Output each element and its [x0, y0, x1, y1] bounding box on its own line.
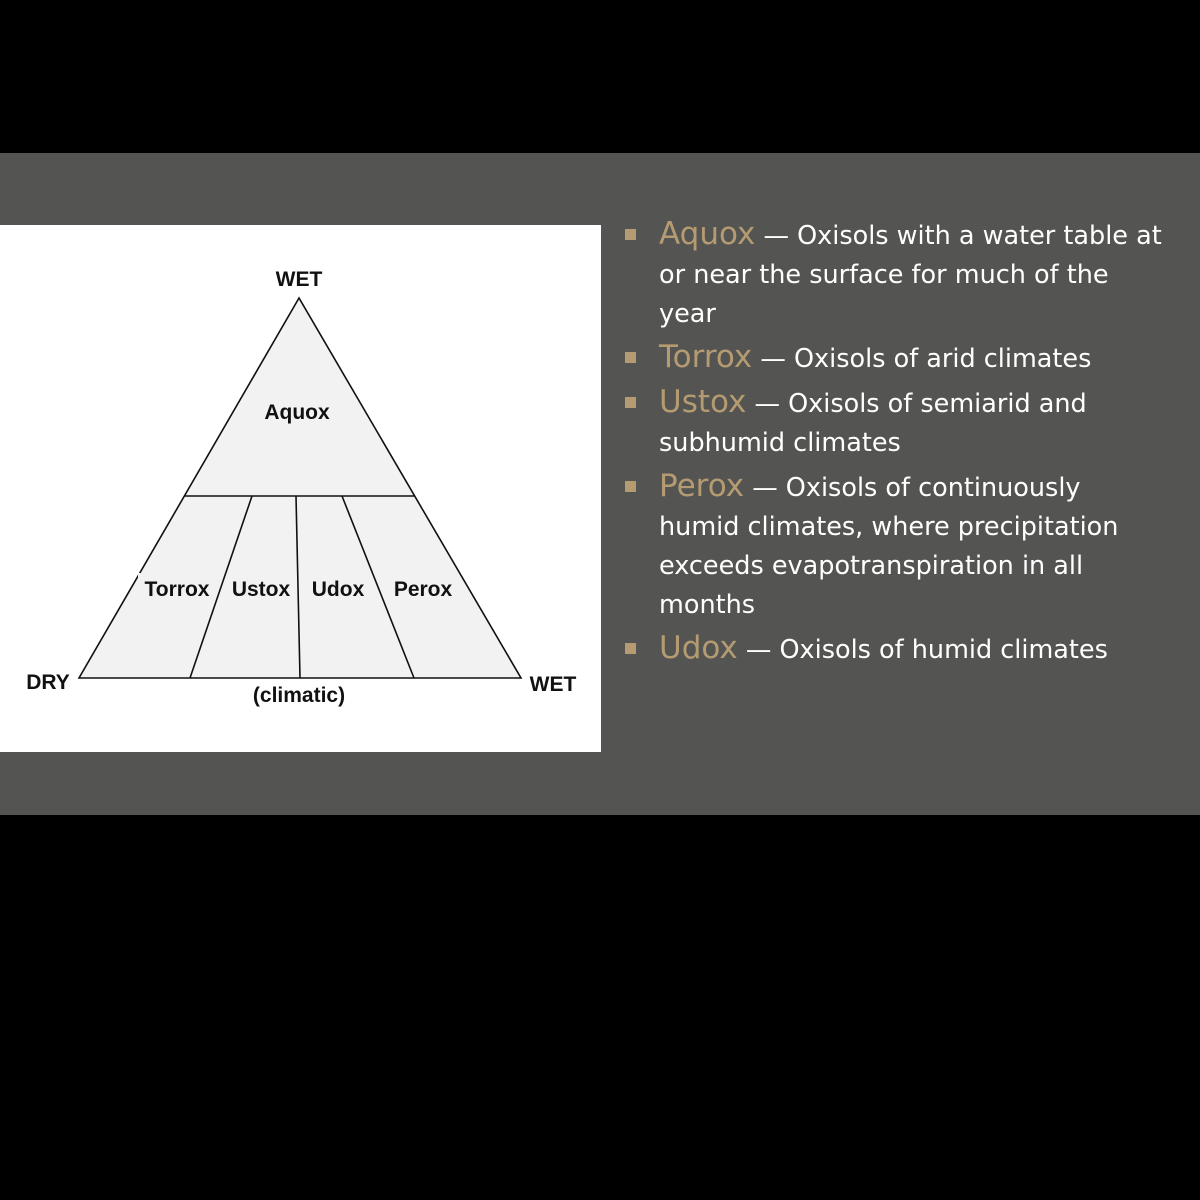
suborder-description: — Oxisols with a water table at or near …	[659, 221, 1162, 329]
square-bullet-icon	[625, 643, 636, 654]
perox-label-backdrop	[389, 573, 457, 601]
divider-ustox-udox	[295, 495, 301, 679]
list-item: Udox — Oxisols of humid climates	[622, 629, 1167, 670]
suborder-description: — Oxisols of continuously humid climates…	[659, 473, 1119, 620]
torrox-region-label: Torrox	[145, 578, 210, 601]
diagram-panel: WET Aquox Torrox Ustox Udox Perox DRY WE…	[0, 225, 601, 752]
list-item: Aquox — Oxisols with a water table at or…	[622, 215, 1167, 334]
ustox-region-label: Ustox	[232, 578, 291, 601]
square-bullet-icon	[625, 229, 636, 240]
suborder-term: Aquox	[659, 216, 756, 252]
suborder-term: Perox	[659, 468, 745, 504]
list-item: Perox — Oxisols of continuously humid cl…	[622, 467, 1167, 625]
wet-right-label: WET	[530, 673, 577, 696]
square-bullet-icon	[625, 481, 636, 492]
suborder-description: — Oxisols of humid climates	[737, 635, 1108, 665]
divider-torrox-ustox	[189, 495, 253, 679]
dry-label: DRY	[26, 671, 70, 694]
divider-udox-perox	[341, 495, 415, 679]
suborder-term: Ustox	[659, 384, 747, 420]
suborder-description: — Oxisols of semiarid and subhumid clima…	[659, 389, 1087, 458]
list-item: Torrox — Oxisols of arid climates	[622, 338, 1167, 379]
suborder-term: Udox	[659, 630, 738, 666]
climatic-axis-label: (climatic)	[253, 684, 345, 707]
suborder-term: Torrox	[659, 339, 753, 375]
square-bullet-icon	[625, 397, 636, 408]
suborder-description: — Oxisols of arid climates	[752, 344, 1092, 374]
perox-region-label: Perox	[394, 578, 453, 601]
udox-label-backdrop	[306, 573, 368, 601]
aquox-region-label: Aquox	[264, 401, 330, 424]
ustox-label-backdrop	[228, 573, 294, 601]
suborder-list: Aquox — Oxisols with a water table at or…	[622, 215, 1167, 674]
oxisol-triangle-diagram: WET Aquox Torrox Ustox Udox Perox DRY WE…	[26, 268, 577, 707]
triangle	[77, 296, 523, 679]
udox-region-label: Udox	[312, 578, 365, 601]
slide: WET Aquox Torrox Ustox Udox Perox DRY WE…	[0, 153, 1200, 815]
apex-wet-label: WET	[276, 268, 323, 291]
torrox-label-backdrop	[138, 573, 215, 601]
square-bullet-icon	[625, 352, 636, 363]
list-item: Ustox — Oxisols of semiarid and subhumid…	[622, 383, 1167, 463]
